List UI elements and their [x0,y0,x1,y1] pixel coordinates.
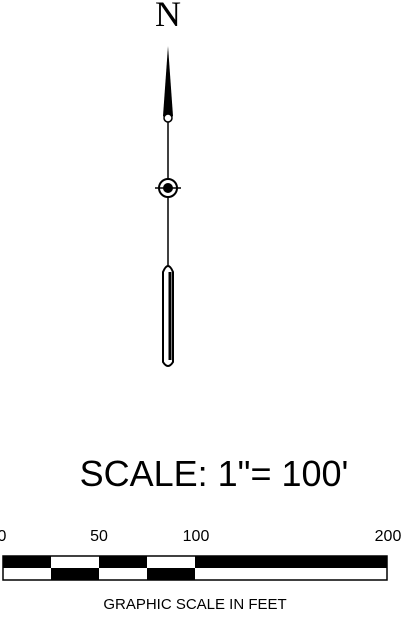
scale-tick-50: 50 [90,528,108,545]
north-arrowhead-tip [163,113,173,123]
scale-title: SCALE: 1"= 100' [79,453,349,494]
scale-tick-100: 100 [182,528,210,545]
scale-tick-200: 200 [374,528,402,545]
scale-segment-bottom-3 [147,568,195,580]
scale-segment-bottom-0 [3,568,51,580]
scale-tick-0: 0 [0,528,7,545]
scale-segment-bottom-1 [51,568,99,580]
scale-caption: GRAPHIC SCALE IN FEET [103,596,287,613]
north-letter: N [155,0,181,34]
scale-bar-outline [2,555,388,581]
north-arrowhead [163,46,173,120]
scale-segment-bottom-2 [99,568,147,580]
scale-segment-top-long [195,556,387,568]
scale-segment-top-0 [3,556,51,568]
scale-segment-top-3 [147,556,195,568]
scale-segment-top-2 [99,556,147,568]
scale-segment-top-1 [51,556,99,568]
graphic-scale-bar [2,555,388,581]
north-arrow-icon [155,46,181,367]
